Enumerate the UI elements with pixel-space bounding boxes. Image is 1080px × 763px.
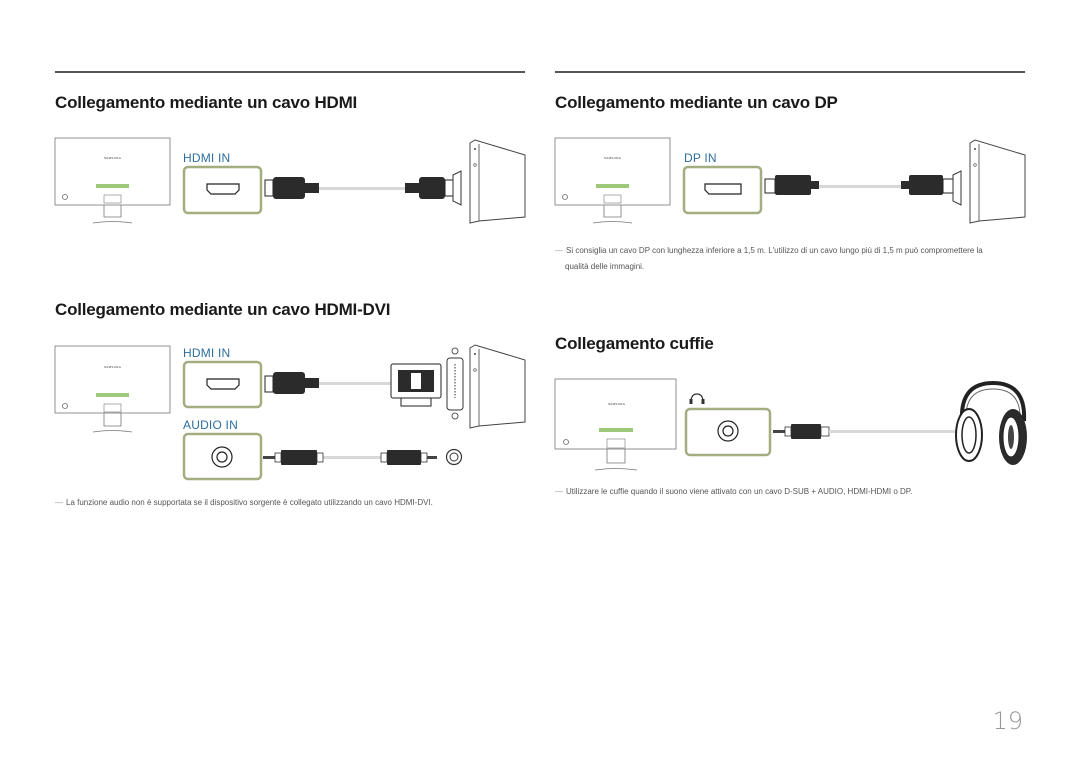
note-dp-line1: Si consiglia un cavo DP con lunghezza in… xyxy=(566,246,983,255)
headphone-icon xyxy=(955,380,1027,465)
hdmi-dvi-connection-figure: SAMSUNG xyxy=(54,340,530,490)
dp-plug-right-icon xyxy=(901,175,954,195)
port-label-dp: DP IN xyxy=(684,151,717,165)
monitor-brand: SAMSUNG xyxy=(104,156,122,160)
monitor-brand: SAMSUNG xyxy=(608,402,626,406)
hdmi-port-icon xyxy=(206,378,240,390)
monitor-illustration: SAMSUNG xyxy=(554,378,677,471)
headphone-plug-icon xyxy=(773,424,830,439)
monitor-brand: SAMSUNG xyxy=(604,156,622,160)
dp-plug-left-icon xyxy=(764,175,819,195)
monitor-illustration: SAMSUNG xyxy=(54,137,171,224)
dvi-connector-icon xyxy=(390,363,442,407)
hdmi-connection-figure: SAMSUNG xyxy=(54,135,530,230)
hdmi-plug-left-icon xyxy=(264,372,319,394)
audio-jack-icon xyxy=(211,446,233,468)
note-headphones-text: Utilizzare le cuffie quando il suono vie… xyxy=(566,487,913,496)
section-title-dp: Collegamento mediante un cavo DP xyxy=(555,93,838,112)
page-number: 19 xyxy=(992,707,1023,735)
audio-plug-left-icon xyxy=(263,450,324,465)
dvi-port-icon xyxy=(446,347,464,420)
port-label-hdmi-dvi: HDMI IN xyxy=(183,346,231,360)
note-dp: ―Si consiglia un cavo DP con lunghezza i… xyxy=(555,246,983,271)
audio-jack-icon xyxy=(717,420,739,442)
hdmi-port-icon xyxy=(206,183,240,195)
audio-plug-right-icon xyxy=(380,450,437,465)
note-dp-line2: qualità delle immagini. xyxy=(565,262,645,271)
hdmi-plug-right-icon xyxy=(405,177,454,199)
section-title-hdmi: Collegamento mediante un cavo HDMI xyxy=(55,93,358,112)
pc-tower-icon xyxy=(469,344,526,429)
section-rule-left xyxy=(55,71,525,73)
section-title-headphones: Collegamento cuffie xyxy=(555,334,714,353)
monitor-brand: SAMSUNG xyxy=(104,365,122,369)
dp-port-icon xyxy=(704,183,742,195)
pc-tower-icon xyxy=(469,139,526,224)
hdmi-plug-left-icon xyxy=(264,177,319,199)
note-hdmi-dvi-text: La funzione audio non è supportata se il… xyxy=(66,498,433,507)
port-label-hdmi: HDMI IN xyxy=(183,151,231,165)
port-label-audio-in: AUDIO IN xyxy=(183,418,238,432)
pc-tower-icon xyxy=(969,139,1026,224)
dp-connection-figure: SAMSUNG xyxy=(554,135,1030,230)
headphone-symbol-icon xyxy=(689,393,705,404)
section-title-hdmi-dvi: Collegamento mediante un cavo HDMI-DVI xyxy=(55,300,391,319)
monitor-illustration: SAMSUNG xyxy=(554,137,671,224)
note-headphones: ―Utilizzare le cuffie quando il suono vi… xyxy=(555,487,913,496)
monitor-illustration: SAMSUNG xyxy=(54,345,171,433)
headphones-connection-figure: SAMSUNG xyxy=(554,375,1030,475)
note-hdmi-dvi: ―La funzione audio non è supportata se i… xyxy=(55,498,433,507)
audio-port-source-icon xyxy=(445,448,463,466)
section-rule-right xyxy=(555,71,1025,73)
